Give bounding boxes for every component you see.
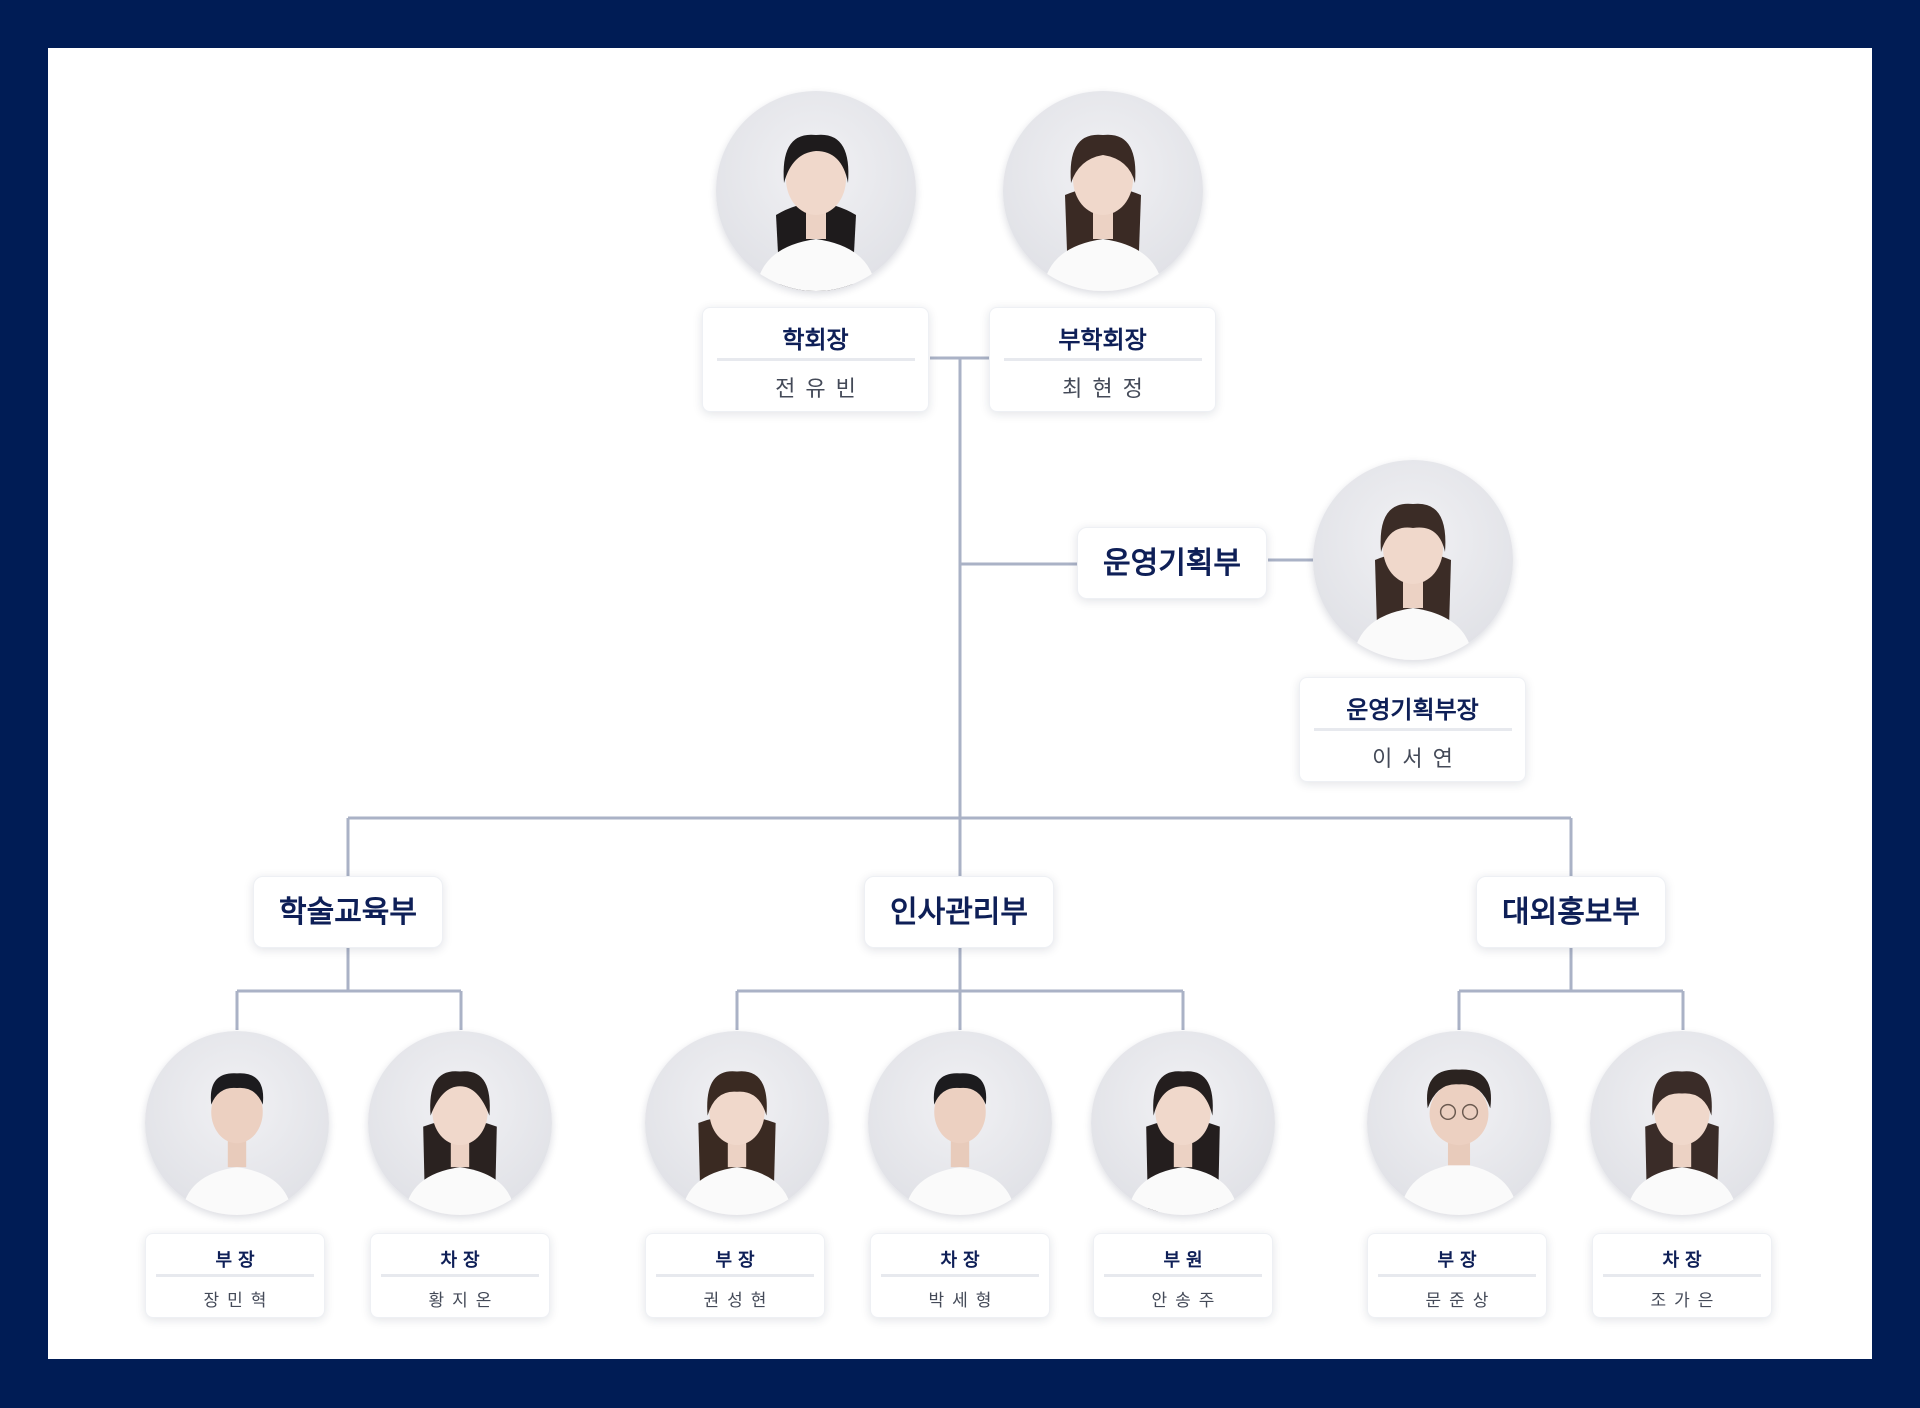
person-photo-icon <box>1043 134 1163 291</box>
pr-member-2-card: 차장 조가은 <box>1592 1233 1772 1318</box>
member-name: 문준상 <box>1425 1291 1497 1311</box>
operations-head-name: 이서연 <box>1372 747 1463 772</box>
person-photo-icon <box>181 1073 293 1215</box>
hr-member-3-card: 부원 안송주 <box>1093 1233 1273 1318</box>
president-role: 학회장 <box>782 325 849 354</box>
member-role: 부원 <box>1163 1250 1209 1271</box>
dept-label-academic: 학술교육부 <box>253 876 443 948</box>
academic-member-2-card: 차장 황지온 <box>370 1233 550 1318</box>
operations-head-card: 운영기획부장 이서연 <box>1299 677 1526 782</box>
divider <box>1313 728 1512 731</box>
vice-president-name: 최현정 <box>1062 377 1153 402</box>
dept-label-operations: 운영기획부 <box>1077 527 1267 599</box>
member-role: 부장 <box>215 1250 261 1271</box>
member-role: 차장 <box>440 1250 486 1271</box>
person-photo-icon <box>904 1073 1016 1215</box>
divider <box>1104 1274 1262 1277</box>
academic-member-1-photo <box>145 1031 329 1215</box>
hr-member-2-photo <box>868 1031 1052 1215</box>
member-name: 박세형 <box>928 1291 1000 1311</box>
academic-member-1-card: 부장 장민혁 <box>145 1233 325 1318</box>
member-role: 부장 <box>1437 1250 1483 1271</box>
dept-label-hr: 인사관리부 <box>864 876 1054 948</box>
divider <box>716 358 915 361</box>
hr-member-1-photo <box>645 1031 829 1215</box>
person-photo-icon <box>404 1071 516 1215</box>
divider <box>881 1274 1039 1277</box>
person-photo-icon <box>1353 503 1473 660</box>
person-photo-icon <box>756 134 876 291</box>
member-name: 황지온 <box>428 1291 500 1311</box>
operations-head-role: 운영기획부장 <box>1346 695 1479 724</box>
member-name: 조가은 <box>1650 1291 1722 1311</box>
divider <box>156 1274 314 1277</box>
operations-head-photo <box>1313 460 1513 660</box>
person-photo-icon <box>1127 1071 1239 1215</box>
person-photo-icon <box>1400 1069 1518 1215</box>
academic-member-2-photo <box>368 1031 552 1215</box>
vice-president-card: 부학회장 최현정 <box>989 307 1216 412</box>
hr-member-3-photo <box>1091 1031 1275 1215</box>
divider <box>381 1274 539 1277</box>
pr-member-1-card: 부장 문준상 <box>1367 1233 1547 1318</box>
dept-label-pr: 대외홍보부 <box>1476 876 1666 948</box>
member-role: 차장 <box>1662 1250 1708 1271</box>
president-name: 전유빈 <box>775 377 866 402</box>
pr-member-1-photo <box>1367 1031 1551 1215</box>
person-photo-icon <box>1626 1071 1738 1215</box>
divider <box>1603 1274 1761 1277</box>
member-name: 안송주 <box>1151 1291 1223 1311</box>
divider <box>1003 358 1202 361</box>
hr-member-2-card: 차장 박세형 <box>870 1233 1050 1318</box>
member-name: 장민혁 <box>203 1291 275 1311</box>
president-card: 학회장 전유빈 <box>702 307 929 412</box>
hr-member-1-card: 부장 권성현 <box>645 1233 825 1318</box>
pr-member-2-photo <box>1590 1031 1774 1215</box>
president-photo <box>716 91 916 291</box>
member-role: 부장 <box>715 1250 761 1271</box>
member-name: 권성현 <box>703 1291 775 1311</box>
vice-president-role: 부학회장 <box>1058 325 1147 354</box>
divider <box>1378 1274 1536 1277</box>
vice-president-photo <box>1003 91 1203 291</box>
person-photo-icon <box>681 1071 793 1215</box>
member-role: 차장 <box>940 1250 986 1271</box>
divider <box>656 1274 814 1277</box>
